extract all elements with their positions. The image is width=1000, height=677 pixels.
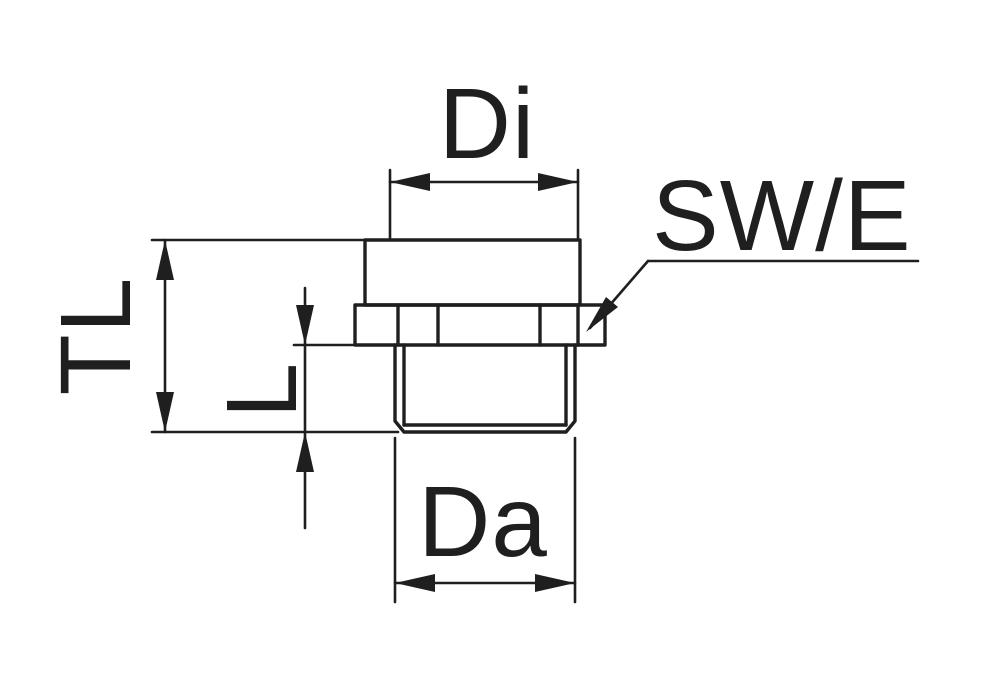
- dimension-tl: TL: [40, 238, 400, 434]
- arrowhead-left: [390, 173, 430, 191]
- arrowhead-right: [535, 574, 575, 592]
- callout-sw-e: SW/E: [586, 160, 920, 332]
- fitting-part: [353, 238, 607, 434]
- label-outer-diameter: Da: [418, 466, 548, 578]
- arrowhead-bottom: [156, 392, 174, 432]
- dimension-l: L: [206, 286, 358, 530]
- dimension-da: Da: [393, 436, 577, 604]
- label-length: L: [206, 362, 318, 419]
- label-wrench-size: SW/E: [652, 160, 912, 272]
- arrowhead-left: [395, 574, 435, 592]
- part-hex-flange: [353, 303, 607, 347]
- leader-arrowhead: [586, 297, 618, 332]
- dimension-di: Di: [388, 68, 580, 240]
- label-total-length: TL: [40, 277, 152, 396]
- part-top-body: [363, 238, 582, 307]
- part-thread-outline: [393, 343, 577, 434]
- arrowhead-bottom: [296, 432, 314, 472]
- arrowhead-right: [538, 173, 578, 191]
- arrowhead-top: [156, 240, 174, 280]
- arrowhead-top: [296, 305, 314, 345]
- label-inner-diameter: Di: [439, 68, 535, 180]
